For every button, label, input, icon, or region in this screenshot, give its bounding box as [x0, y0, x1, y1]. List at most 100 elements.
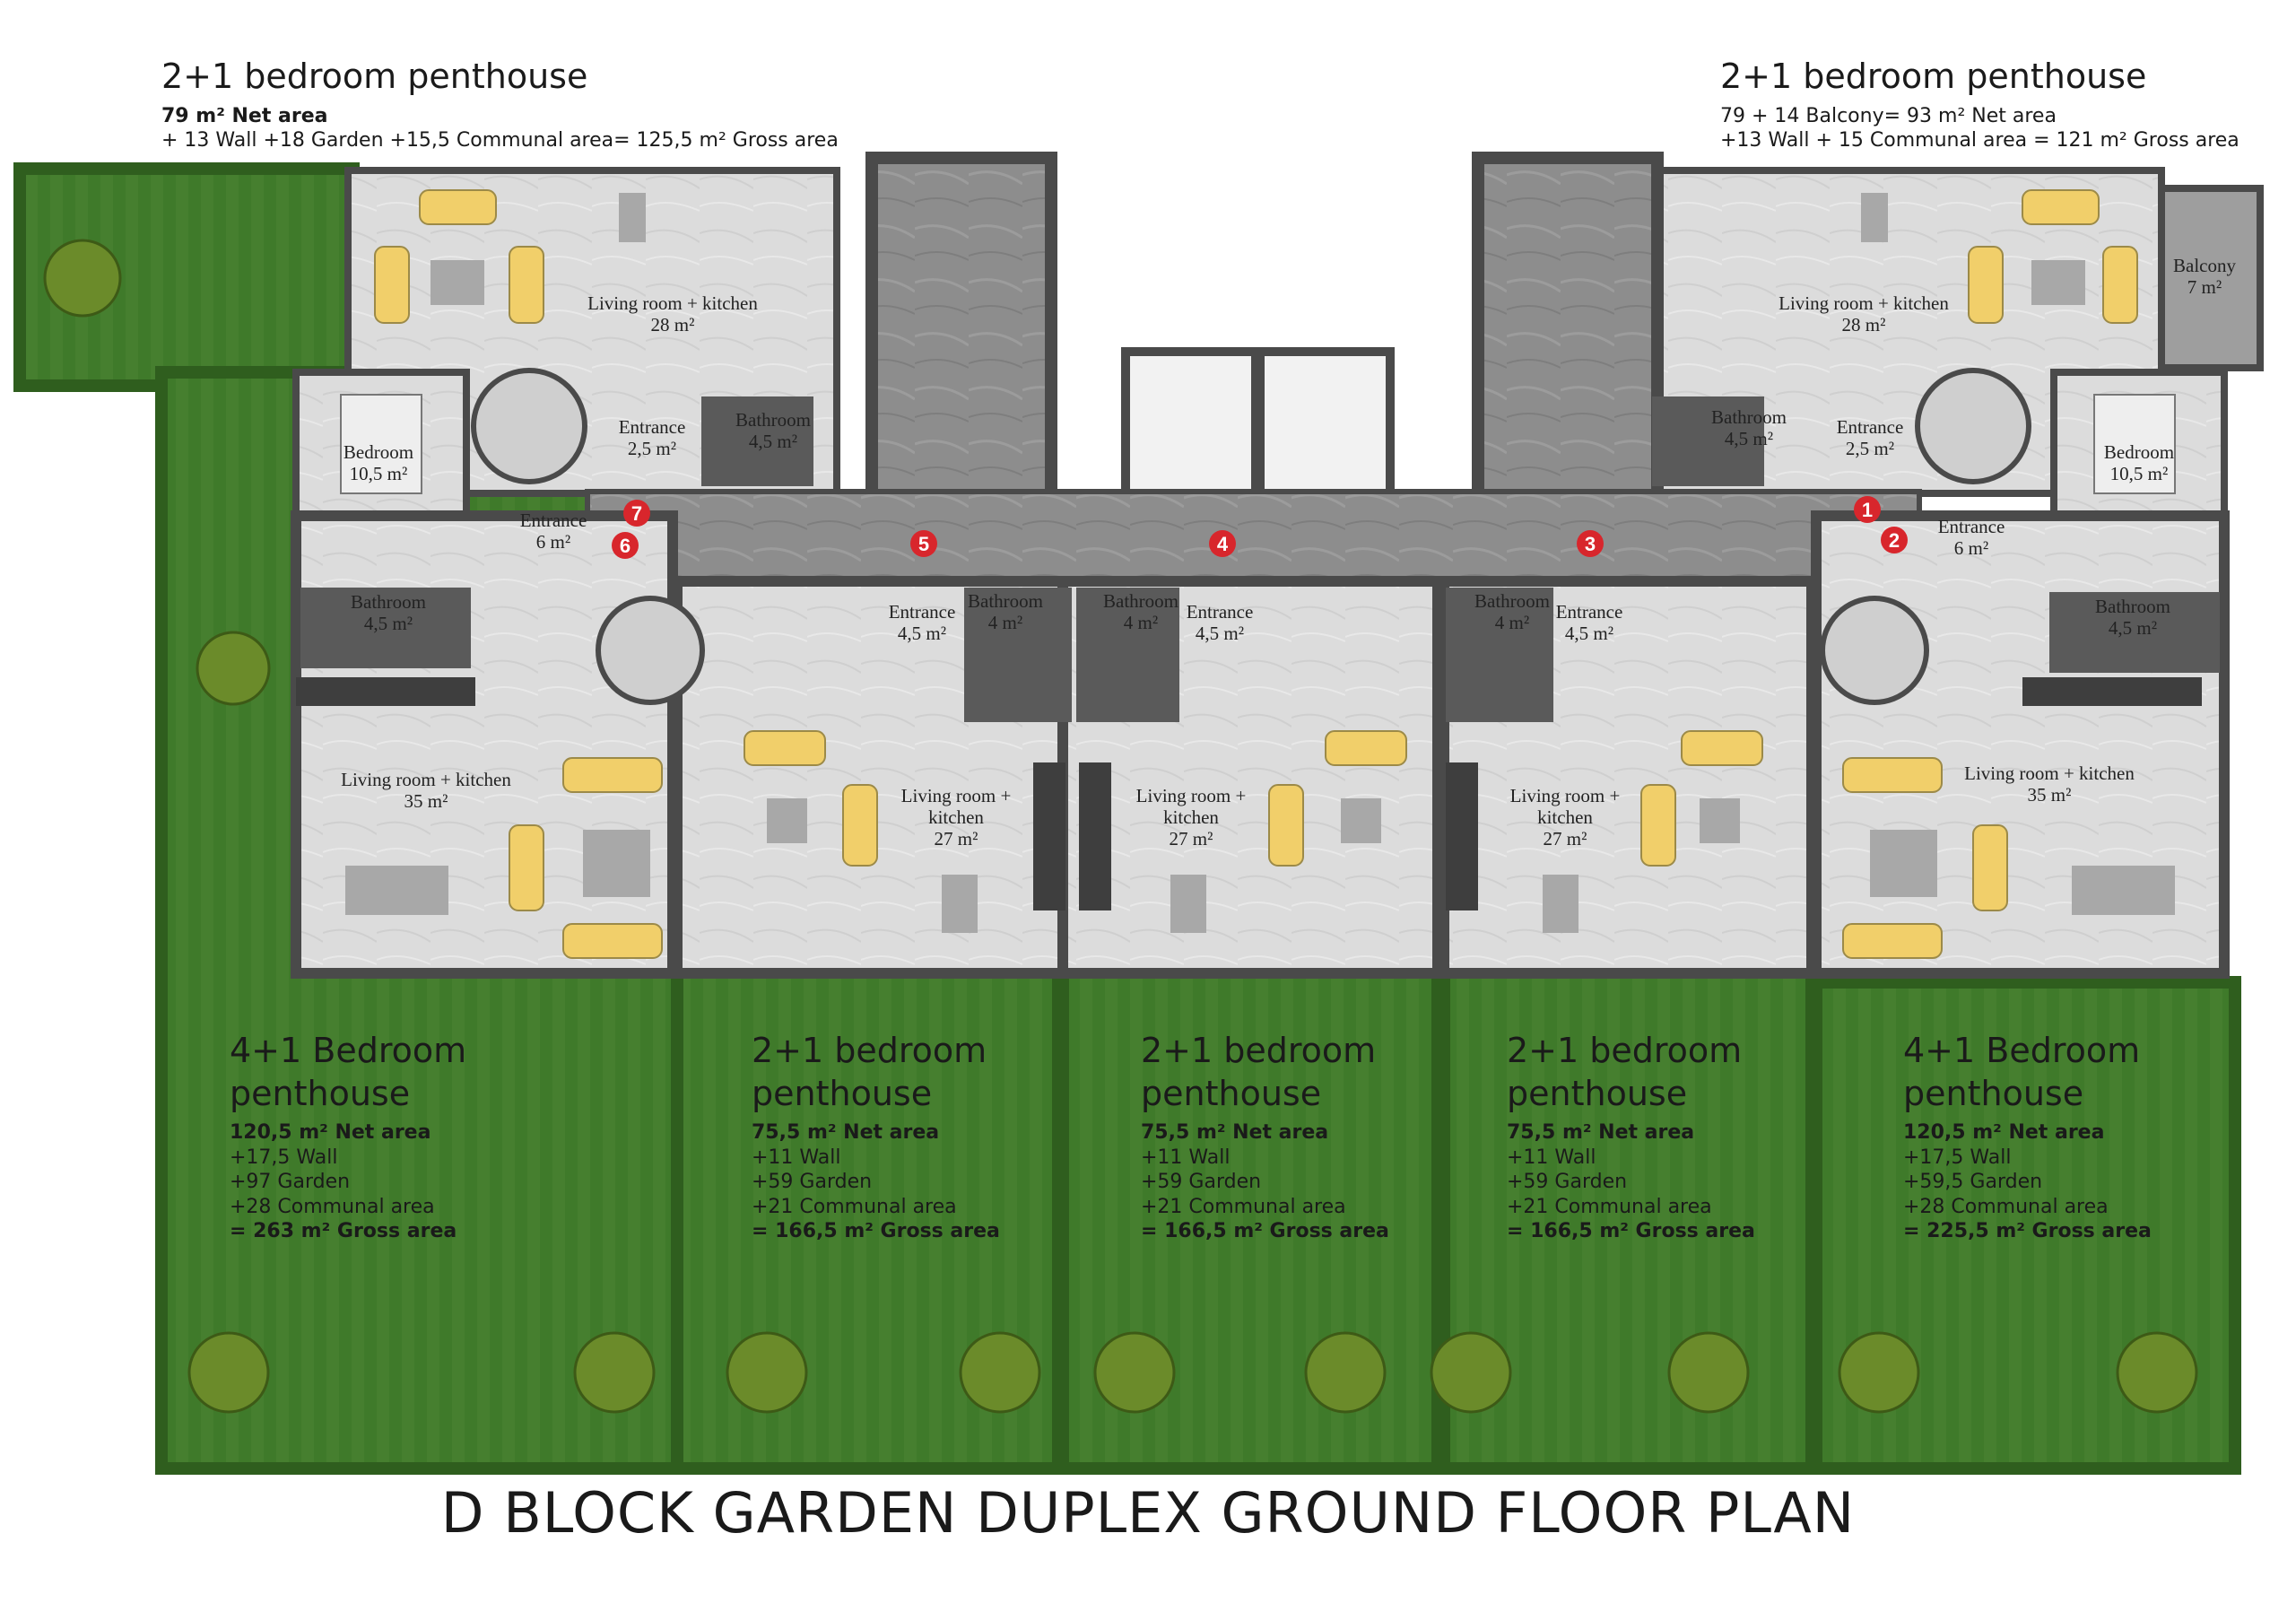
caption-line: +28 Communal area: [1903, 1195, 2109, 1218]
coffee-table: [767, 798, 807, 843]
room-label-line: kitchen: [1537, 806, 1593, 828]
bathroom-left: [300, 588, 471, 668]
caption-top-left: 2+1 bedroom penthouse 79 m² Net area + 1…: [161, 56, 839, 153]
caption-garden-unit-4: 2+1 bedroom penthouse 75,5 m² Net area +…: [1507, 1030, 1776, 1244]
sofa: [1842, 923, 1943, 959]
room-label-line: 35 m²: [2028, 784, 2072, 806]
room-label-line: 4,5 m²: [898, 623, 946, 644]
caption-title: 2+1 bedroom penthouse: [1141, 1031, 1377, 1113]
room-label-line: Living room + kitchen: [1779, 292, 1949, 314]
caption-garden-unit-3: 2+1 bedroom penthouse 75,5 m² Net area +…: [1141, 1030, 1410, 1244]
caption-line: 75,5 m² Net area: [1141, 1121, 1329, 1144]
bathroom-unit-4: [1446, 588, 1553, 722]
elevator-left: [1121, 347, 1260, 500]
caption-line: = 166,5 m² Gross area: [752, 1220, 1000, 1242]
bathroom-top-left: [701, 396, 813, 486]
room-label-line: Bedroom: [2104, 441, 2174, 463]
room-label-line: 4 m²: [1124, 612, 1158, 633]
room-label-line: 4,5 m²: [1196, 623, 1244, 644]
palm-tree-icon: [2116, 1331, 2198, 1414]
caption-line: +13 Wall + 15 Communal area = 121 m² Gro…: [1720, 129, 2239, 152]
caption-line: +59 Garden: [1141, 1171, 1262, 1193]
sofa: [1681, 730, 1763, 766]
palm-tree-icon: [187, 1331, 270, 1414]
room-label-line: 6 m²: [1954, 537, 1988, 559]
room-label-line: 27 m²: [1544, 828, 1587, 849]
caption-garden-left: 4+1 Bedroom penthouse 120,5 m² Net area …: [230, 1030, 651, 1244]
caption-line: +28 Communal area: [230, 1195, 435, 1218]
stair-core-right: [1472, 152, 1664, 505]
caption-title: 2+1 bedroom penthouse: [1720, 57, 2147, 96]
bed: [2093, 394, 2176, 494]
room-label-line: Entrance: [520, 510, 587, 531]
room-label-line: 4,5 m²: [2109, 617, 2157, 639]
marker-pin-icon: 3: [1577, 530, 1604, 557]
palm-tree-icon: [43, 239, 122, 318]
sofa: [562, 757, 663, 793]
caption-line: = 263 m² Gross area: [230, 1220, 457, 1242]
marker-label: 3: [1585, 533, 1596, 555]
dining-table: [2072, 866, 2175, 915]
sofa: [1325, 730, 1407, 766]
marker-pin-icon: 1: [1854, 496, 1881, 523]
room-label-line: kitchen: [928, 806, 984, 828]
room-label-line: 10,5 m²: [350, 463, 408, 484]
corridor: [585, 489, 1922, 584]
caption-line: +17,5 Wall: [230, 1146, 338, 1169]
room-label-line: Bathroom: [351, 591, 426, 613]
room-label-line: Entrance: [1556, 601, 1623, 623]
room-label-line: Bathroom: [968, 590, 1043, 612]
coffee-table: [1341, 798, 1381, 843]
room-label-line: 28 m²: [651, 314, 695, 335]
bathroom-top-right: [1652, 396, 1764, 486]
marker-pin-icon: 6: [612, 532, 639, 559]
caption-title: 4+1 Bedroom penthouse: [230, 1031, 467, 1113]
sofa: [1640, 784, 1676, 867]
marker-label: 4: [1217, 533, 1229, 555]
coffee-table: [1700, 798, 1740, 843]
caption-line: +59,5 Garden: [1903, 1171, 2043, 1193]
stair-core-left: [865, 152, 1057, 505]
sofa: [374, 246, 410, 324]
caption-line: 75,5 m² Net area: [1507, 1121, 1695, 1144]
sofa: [1268, 784, 1304, 867]
furniture: [340, 189, 2176, 959]
room-label-line: 4,5 m²: [364, 613, 413, 634]
palm-tree-icon: [726, 1331, 808, 1414]
room-label-line: 28 m²: [1842, 314, 1886, 335]
room-label-line: 7 m²: [2187, 276, 2222, 298]
room-label-line: 4 m²: [988, 612, 1022, 633]
sofa: [2102, 246, 2138, 324]
bathroom-right: [2049, 592, 2220, 673]
palm-tree-icon: [1667, 1331, 1750, 1414]
sofa: [419, 189, 497, 225]
sofa: [1972, 824, 2008, 911]
dining-table: [1543, 875, 1578, 933]
room-label-line: 10,5 m²: [2110, 463, 2169, 484]
caption-line: = 225,5 m² Gross area: [1903, 1220, 2152, 1242]
room-label-line: Living room + kitchen: [587, 292, 758, 314]
location-markers: 1 2 3 4 5 6 7: [612, 496, 1908, 559]
plan-title: D BLOCK GARDEN DUPLEX GROUND FLOOR PLAN: [440, 1480, 1856, 1546]
caption-garden-unit-2: 2+1 bedroom penthouse 75,5 m² Net area +…: [752, 1030, 1021, 1244]
caption-line: +11 Wall: [1507, 1146, 1596, 1169]
palm-trees: [43, 239, 2198, 1414]
marker-pin-icon: 7: [623, 500, 650, 527]
room-label-line: Bathroom: [2095, 596, 2170, 617]
spiral-stair-left: [596, 596, 705, 705]
